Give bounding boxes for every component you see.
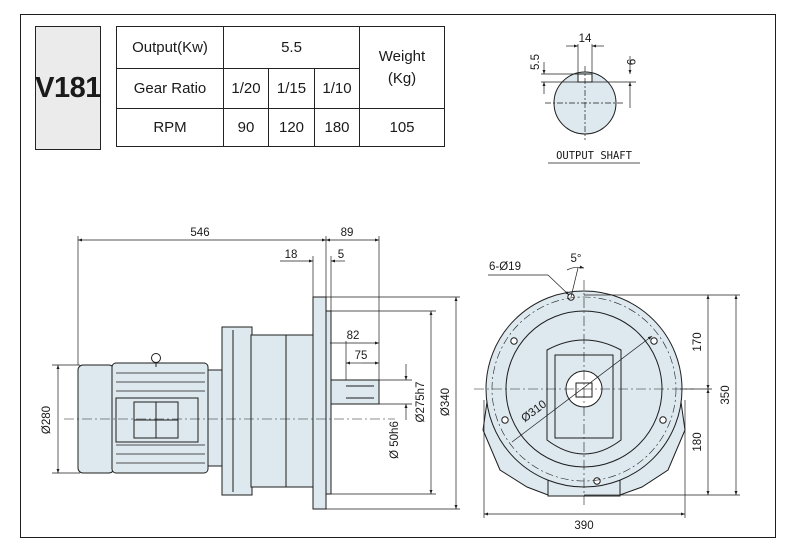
weight-label-line2: (Kg)	[387, 69, 417, 87]
overall-length-label: 546	[190, 227, 209, 239]
gearbox-front	[285, 334, 314, 488]
rpm-cell: 180	[314, 108, 360, 147]
bottom-height-label: 180	[692, 432, 704, 451]
rpm-cell: 90	[223, 108, 269, 147]
front-width-label: 390	[574, 520, 593, 532]
flange-diameter-label: Ø340	[440, 388, 452, 416]
weight-label: Weight (Kg)	[359, 26, 445, 109]
bolt-angle-label: 5°	[571, 253, 582, 265]
key-height-label: 5.5	[530, 54, 542, 70]
bolt-holes-label: 6-Ø19	[489, 261, 521, 273]
lifting-eye	[151, 353, 161, 363]
key-depth-label: 9	[624, 59, 636, 65]
weight-label-line1: Weight	[378, 47, 426, 65]
output-label: Output(Kw)	[116, 26, 224, 69]
bolt-hole	[501, 416, 509, 424]
spigot-diameter-label: Ø275h7	[415, 382, 427, 423]
flange-thickness-label: 18	[285, 249, 298, 261]
total-height-label: 350	[720, 385, 732, 404]
spigot-length-label: 5	[338, 249, 344, 261]
drawing-frame	[20, 14, 776, 538]
shaft-diameter-label: Ø 50h6	[389, 421, 401, 459]
output-value: 5.5	[223, 26, 360, 69]
ratio-cell: 1/20	[223, 68, 269, 109]
bolt-hole	[650, 337, 658, 345]
flange-spigot	[325, 310, 332, 495]
bolt-hole	[510, 337, 518, 345]
shaft-to-face-label: 82	[347, 330, 360, 342]
output-shaft-caption: OUTPUT SHAFT	[556, 150, 633, 162]
spec-table: Output(Kw) 5.5 Weight (Kg) Gear Ratio 1/…	[116, 26, 445, 147]
shaft-length-label: 89	[341, 227, 354, 239]
side-view	[77, 296, 380, 510]
rpm-label: RPM	[116, 108, 224, 147]
bolt-hole	[659, 416, 667, 424]
motor-diameter-label: Ø280	[41, 406, 53, 434]
output-shaft-detail	[541, 44, 640, 164]
output-flange	[312, 296, 327, 510]
top-height-label: 170	[692, 332, 704, 351]
key-width-label: 14	[579, 33, 592, 45]
model-label: V181	[35, 26, 101, 150]
bolt-hole	[593, 477, 601, 485]
front-centerlines	[474, 280, 694, 505]
key-length-label: 75	[355, 350, 368, 362]
output-shaft	[330, 379, 380, 405]
weight-value: 105	[359, 108, 445, 147]
motor-adapter	[207, 369, 224, 467]
ratio-cell: 1/10	[314, 68, 360, 109]
gearbox-rear-flange	[221, 326, 253, 496]
gearbox-body	[250, 334, 288, 488]
front-dimensions	[483, 265, 740, 518]
side-dimensions	[52, 236, 460, 510]
